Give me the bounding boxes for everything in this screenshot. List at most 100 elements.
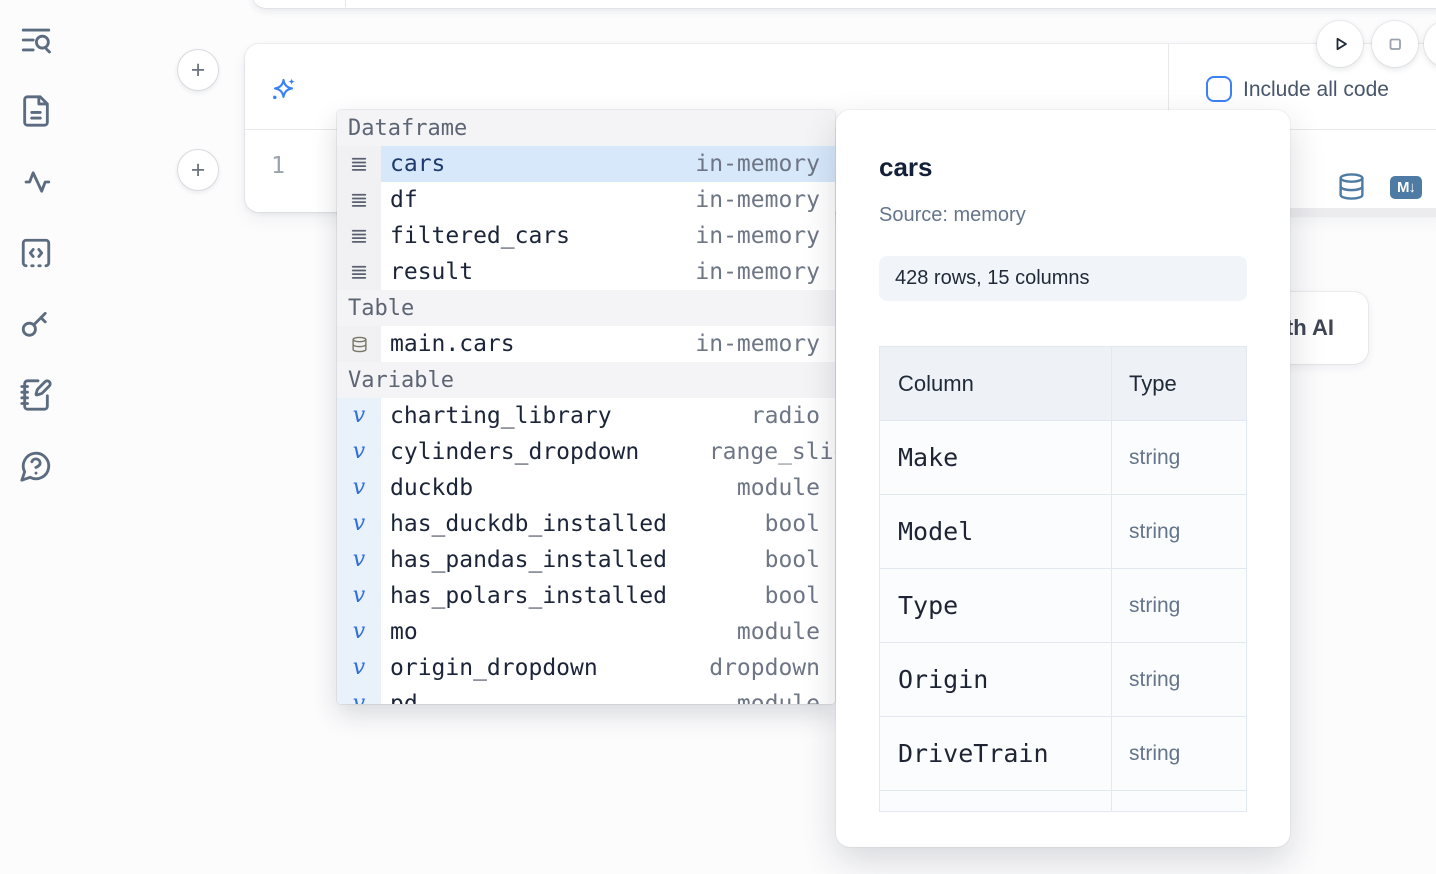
completion-label: has_pandas_installed bbox=[390, 547, 667, 573]
completion-label: has_duckdb_installed bbox=[390, 511, 667, 537]
column-type: string bbox=[1129, 668, 1180, 692]
help-chat-icon[interactable] bbox=[19, 449, 53, 483]
play-icon bbox=[1328, 32, 1352, 56]
variable-icon: v bbox=[337, 650, 381, 686]
autocomplete-dropdown: Dataframecarsin-memorydfin-memoryfiltere… bbox=[337, 110, 835, 704]
autocomplete-section-table: Table bbox=[337, 290, 835, 326]
key-icon[interactable] bbox=[19, 307, 53, 341]
column-type: string bbox=[1129, 446, 1180, 470]
column-name: Make bbox=[898, 443, 958, 472]
cell-gutter-divider bbox=[345, 0, 346, 7]
variable-icon: v bbox=[337, 398, 381, 434]
completion-label: has_polars_installed bbox=[390, 583, 667, 609]
completion-item-duckdb[interactable]: vduckdbmodule bbox=[337, 470, 835, 506]
completion-item-mo[interactable]: vmo module bbox=[337, 614, 835, 650]
completion-label: mo bbox=[390, 619, 418, 645]
completion-label: filtered_cars bbox=[390, 223, 570, 249]
variable-icon: v bbox=[337, 614, 381, 650]
run-cell-button[interactable] bbox=[1317, 21, 1363, 67]
file-text-icon[interactable] bbox=[19, 94, 53, 128]
column-name: Origin bbox=[898, 665, 988, 694]
completion-detail: in-memory bbox=[695, 331, 820, 357]
completion-item-has_pandas_installed[interactable]: v has_pandas_installed bool bbox=[337, 542, 835, 578]
schema-row: Origin string bbox=[880, 643, 1246, 717]
line-number: 1 bbox=[259, 153, 285, 179]
completion-label: cylinders_dropdown bbox=[390, 439, 639, 465]
completion-item-has_polars_installed[interactable]: v has_polars_installed bool bbox=[337, 578, 835, 614]
schema-row: DriveTrain string bbox=[880, 717, 1246, 791]
schema-row: Make string bbox=[880, 421, 1246, 495]
preview-title: cars bbox=[879, 152, 933, 183]
column-type: string bbox=[1129, 742, 1180, 766]
database-icon bbox=[337, 326, 381, 362]
completion-item-main.cars[interactable]: main.carsin-memory bbox=[337, 326, 835, 362]
variable-icon: v bbox=[337, 434, 381, 470]
add-cell-button-top[interactable]: + bbox=[177, 49, 219, 91]
preview-source: Source: memory bbox=[879, 204, 1026, 227]
completion-label: origin_dropdown bbox=[390, 655, 598, 681]
completion-label: duckdb bbox=[390, 475, 473, 501]
completion-detail: module bbox=[737, 475, 820, 501]
completion-item-cars[interactable]: cars in-memory bbox=[337, 146, 835, 182]
toc-search-icon[interactable] bbox=[19, 23, 53, 57]
sidebar bbox=[19, 23, 55, 483]
column-name: DriveTrain bbox=[898, 739, 1049, 768]
activity-icon[interactable] bbox=[19, 165, 53, 199]
schema-row: Type string bbox=[880, 569, 1246, 643]
schema-row: Model string bbox=[880, 495, 1246, 569]
include-all-code-checkbox[interactable] bbox=[1206, 76, 1232, 102]
code-cell-icon[interactable] bbox=[19, 236, 53, 270]
completion-item-cylinders_dropdown[interactable]: v cylinders_dropdown range_slider bbox=[337, 434, 835, 470]
column-type: string bbox=[1129, 594, 1180, 618]
menu-icon bbox=[337, 182, 381, 218]
add-cell-button-bottom[interactable]: + bbox=[177, 149, 219, 191]
completion-detail: in-memory bbox=[695, 259, 820, 285]
variable-icon: v bbox=[337, 578, 381, 614]
variable-icon: v bbox=[337, 542, 381, 578]
completion-label: pd bbox=[390, 691, 418, 704]
completion-item-result[interactable]: result in-memory bbox=[337, 254, 835, 290]
stop-icon bbox=[1383, 32, 1407, 56]
completion-label: cars bbox=[390, 151, 445, 177]
ai-sparkles-icon bbox=[270, 76, 297, 103]
completion-label: result bbox=[390, 259, 473, 285]
variable-icon: v bbox=[337, 506, 381, 542]
column-type: string bbox=[1129, 520, 1180, 544]
completion-detail: module bbox=[737, 691, 820, 704]
completion-detail: in-memory bbox=[695, 187, 820, 213]
completion-detail: bool bbox=[765, 547, 820, 573]
completion-detail: bool bbox=[765, 583, 820, 609]
menu-icon bbox=[337, 146, 381, 182]
completion-item-origin_dropdown[interactable]: v origin_dropdown dropdown bbox=[337, 650, 835, 686]
include-all-code-label[interactable]: Include all code bbox=[1243, 78, 1389, 102]
completion-detail: bool bbox=[765, 511, 820, 537]
completion-detail: range_slider bbox=[709, 439, 835, 465]
completion-detail: in-memory bbox=[695, 151, 820, 177]
plus-icon: + bbox=[191, 56, 206, 85]
markdown-convert-icon[interactable]: M↓ bbox=[1390, 176, 1422, 199]
autocomplete-section-dataframe: Dataframe bbox=[337, 110, 835, 146]
completion-label: charting_library bbox=[390, 403, 612, 429]
database-icon[interactable] bbox=[1337, 172, 1366, 201]
completion-item-pd[interactable]: vpdmodule bbox=[337, 686, 835, 704]
plus-icon: + bbox=[191, 156, 206, 185]
notebook-pen-icon[interactable] bbox=[19, 378, 53, 412]
stop-cell-button[interactable] bbox=[1372, 21, 1418, 67]
previous-cell-edge bbox=[252, 0, 1436, 8]
completion-label: df bbox=[390, 187, 418, 213]
dataframe-preview-popover: cars Source: memory 428 rows, 15 columns… bbox=[836, 110, 1290, 847]
completion-detail: in-memory bbox=[695, 223, 820, 249]
completion-item-has_duckdb_installed[interactable]: v has_duckdb_installed bool bbox=[337, 506, 835, 542]
completion-detail: radio bbox=[751, 403, 820, 429]
shape-badge: 428 rows, 15 columns bbox=[879, 256, 1247, 301]
menu-icon bbox=[337, 254, 381, 290]
column-name: Type bbox=[898, 591, 958, 620]
autocomplete-section-variable: Variable bbox=[337, 362, 835, 398]
completion-detail: module bbox=[737, 619, 820, 645]
column-name: Model bbox=[898, 517, 973, 546]
schema-table: ColumnTypeMakestringModelstringTypestrin… bbox=[879, 346, 1247, 812]
completion-detail: dropdown bbox=[709, 655, 820, 681]
completion-item-filtered_cars[interactable]: filtered_cars in-memory bbox=[337, 218, 835, 254]
completion-item-charting_library[interactable]: v charting_library radio bbox=[337, 398, 835, 434]
completion-item-df[interactable]: df in-memory bbox=[337, 182, 835, 218]
